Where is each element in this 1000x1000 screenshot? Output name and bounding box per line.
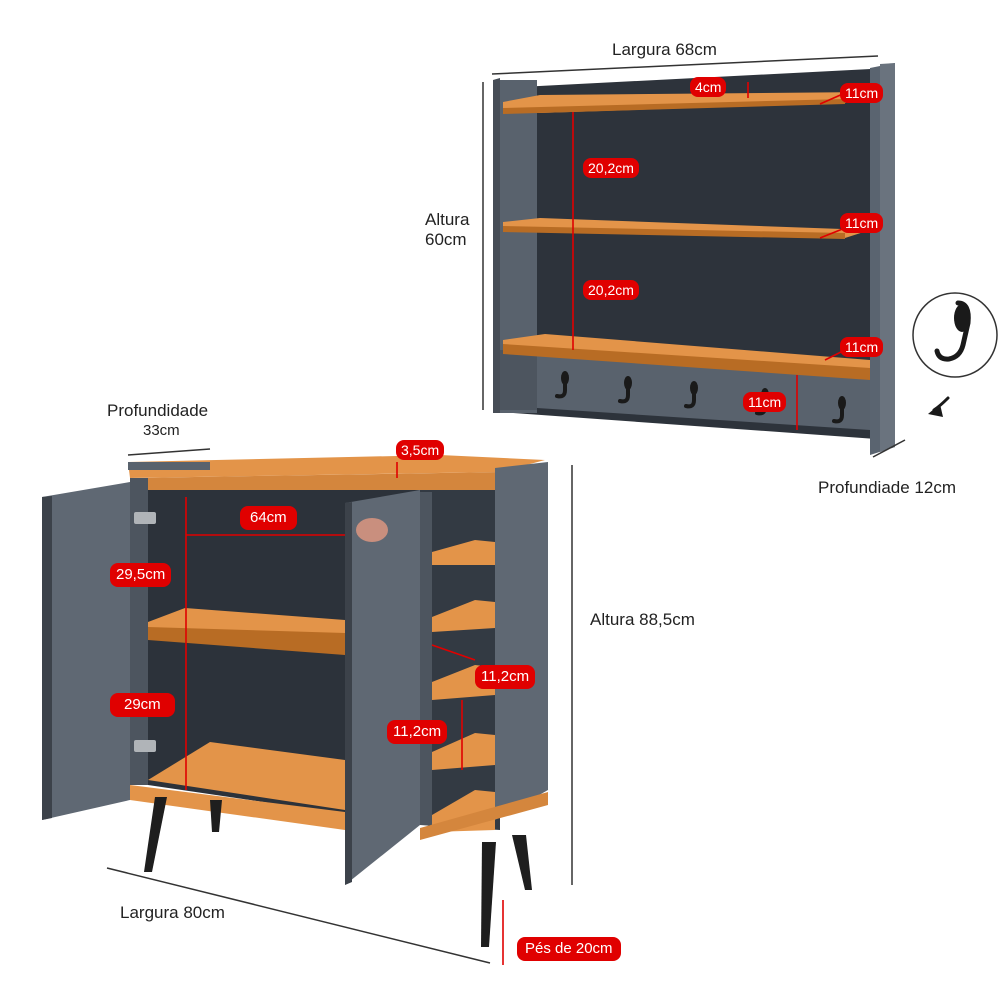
coat-hook-icon	[912, 292, 998, 417]
hook	[555, 373, 567, 399]
cabinet-height-label: Altura 88,5cm	[590, 610, 695, 629]
wall-shelf-height-value: 60cm	[425, 230, 467, 249]
leg	[144, 797, 167, 872]
door-handle	[356, 518, 388, 542]
cabinet-bottom-board	[148, 742, 345, 810]
cabinet-shoe-divider	[420, 492, 432, 825]
badge-leg-height: Pés de 20cm	[517, 937, 621, 961]
leg	[512, 835, 532, 890]
cabinet-left-door	[42, 482, 130, 820]
wall-shelf-dimension-lines	[482, 55, 906, 458]
cabinet-right-side	[495, 462, 548, 820]
cabinet-base	[130, 785, 345, 830]
cabinet-top-front-edge	[135, 472, 500, 492]
wall-shelf-depth-label: Profundiade 12cm	[818, 478, 956, 497]
cabinet-left-side	[130, 478, 148, 785]
badge-cabinet-inner-width: 64cm	[240, 506, 297, 530]
leg	[210, 800, 222, 832]
wall-shelf-height-label: Altura	[425, 210, 470, 229]
cabinet-top-board	[128, 455, 545, 478]
cabinet-depth-value: 33cm	[143, 422, 180, 439]
badge-hook-height: 11cm	[743, 392, 787, 412]
badge-shelf-depth-middle: 11cm	[840, 213, 884, 233]
badge-shoe-gap-1: 11,2cm	[475, 665, 536, 689]
wall-shelf-width-label: Largura 68cm	[612, 40, 717, 59]
badge-cabinet-top-thickness: 3,5cm	[396, 440, 445, 460]
cabinet-depth-label: Profundidade	[107, 401, 209, 420]
hook	[832, 398, 844, 424]
hook	[684, 383, 696, 409]
badge-shelf-thickness: 4cm	[690, 77, 727, 97]
cabinet-legs	[144, 797, 532, 947]
hook	[618, 378, 630, 404]
cabinet-hinges	[134, 512, 156, 752]
leg	[481, 842, 496, 947]
badge-shelf-depth-bottom: 11cm	[840, 337, 884, 357]
badge-cabinet-lower-gap: 29cm	[110, 693, 175, 717]
badge-cabinet-upper-gap: 29,5cm	[110, 563, 172, 587]
cabinet-measure-lines	[185, 462, 504, 965]
wall-shelf-left-side	[493, 80, 537, 413]
badge-shelf-depth-top: 11cm	[840, 83, 884, 103]
wall-shelf	[482, 55, 906, 458]
badge-shelf-gap-2: 20,2cm	[583, 280, 639, 300]
badge-shelf-gap-1: 20,2cm	[583, 158, 639, 178]
cabinet-right-door	[345, 490, 420, 885]
cabinet-dimension-lines	[106, 448, 573, 964]
badge-shoe-gap-2: 11,2cm	[387, 720, 448, 744]
cabinet-width-label: Largura 80cm	[120, 903, 225, 922]
